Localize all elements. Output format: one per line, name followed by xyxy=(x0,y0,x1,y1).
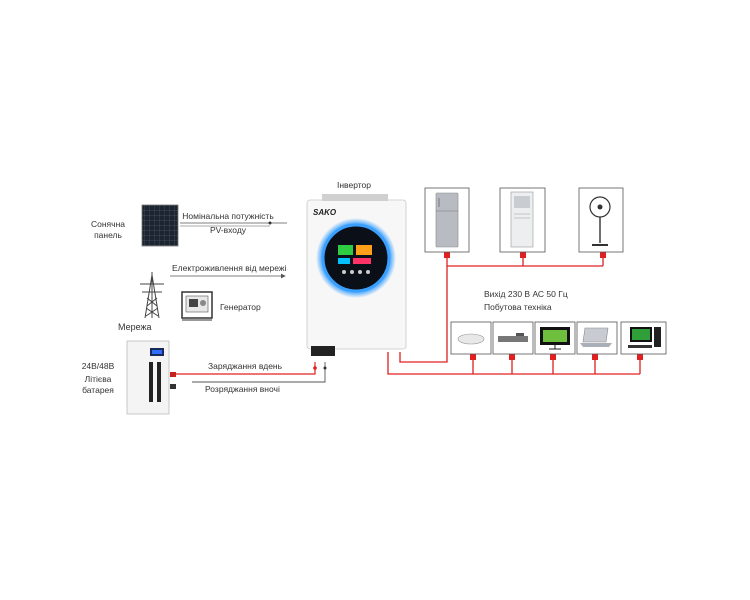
ceiling-lamp-icon xyxy=(450,321,492,355)
discharge-night-label: Розряджання вночі xyxy=(205,384,280,394)
dvd-player-icon xyxy=(492,321,534,355)
charge-day-label: Заряджання вдень xyxy=(208,361,283,371)
laptop-icon xyxy=(576,321,618,355)
grid-power-label: Електроживлення від мережі xyxy=(172,263,287,273)
refrigerator-icon xyxy=(424,187,470,253)
inverter-label: Інвертор xyxy=(337,180,371,190)
air-conditioner-icon xyxy=(499,187,546,253)
battery-label: 24В/48В Літієва батарея xyxy=(81,361,115,395)
tv-icon xyxy=(534,321,576,355)
lithium-battery-icon xyxy=(126,340,176,415)
pv-input-label: Номінальна потужність PV-входу xyxy=(182,211,274,235)
desktop-pc-icon xyxy=(620,321,667,355)
generator-label: Генератор xyxy=(220,302,261,312)
battery-discharge-line xyxy=(192,362,327,383)
grid-label: Мережа xyxy=(118,322,152,332)
inverter-icon xyxy=(306,194,407,356)
fan-icon xyxy=(578,187,624,253)
power-tower-icon xyxy=(140,272,164,319)
pv-input-line xyxy=(180,221,287,227)
generator-icon xyxy=(181,291,213,321)
solar-panel-label: Сонячна панель xyxy=(90,219,125,240)
ac-output-plugs xyxy=(444,252,643,360)
battery-charge-line xyxy=(176,362,317,375)
brand-logo: SAKO xyxy=(313,208,337,217)
solar-panel-icon xyxy=(141,204,179,247)
ac-output-wiring xyxy=(387,258,641,375)
ac-output-label: Вихід 230 В АС 50 Гц Побутова техніка xyxy=(484,289,568,312)
